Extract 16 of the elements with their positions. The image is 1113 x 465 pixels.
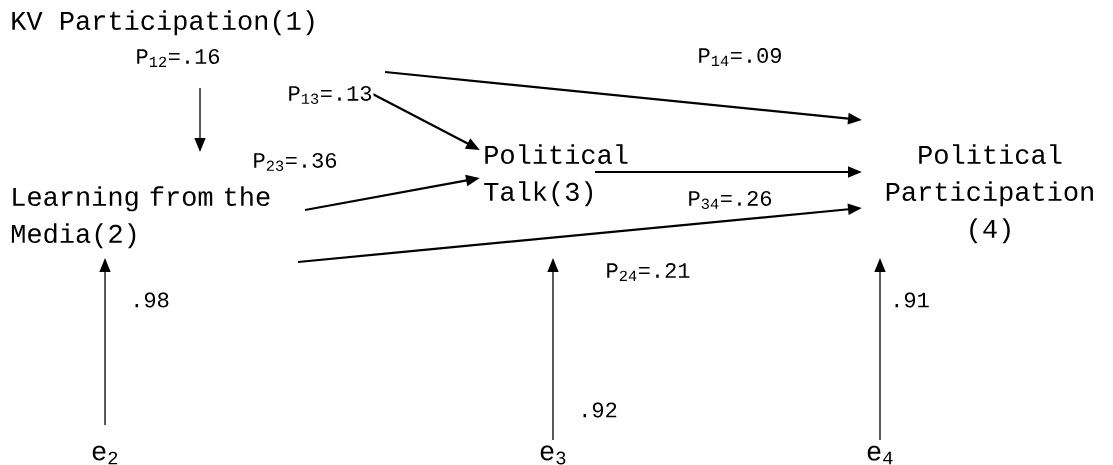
variable-label: Political Talk(3)	[484, 144, 628, 207]
variable-label: Political Participation (4)	[886, 144, 1093, 244]
variable-label: KV Participation(1)	[12, 10, 314, 36]
variable-label: e$_{4}$	[867, 445, 893, 465]
edge-label: P$_{34}$=.26	[686, 189, 774, 210]
edge-label: .92	[577, 401, 619, 419]
edge-label: P$_{23}$=.36	[251, 151, 339, 172]
edge-label: P$_{13}$=.13	[286, 84, 374, 105]
edge-label: P$_{12}$=.16	[134, 48, 222, 68]
edge-label: P$_{24}$=.21	[604, 262, 692, 282]
variable-label: e$_{3}$	[540, 445, 566, 465]
edge-label: P$_{14}$=.09	[696, 47, 784, 67]
edge-label: .91	[889, 291, 931, 309]
edge-label: .98	[129, 291, 171, 309]
variable-label: Learning from the Media(2)	[11, 186, 270, 249]
variable-label: e$_{2}$	[92, 445, 118, 465]
